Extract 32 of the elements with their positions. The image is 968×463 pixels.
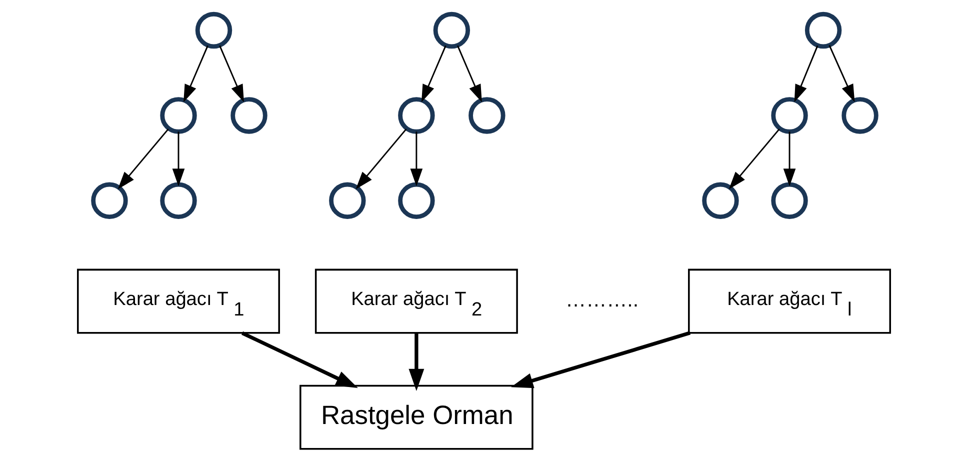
node-circle xyxy=(702,182,739,220)
arrow xyxy=(728,128,780,190)
node-circle xyxy=(771,97,808,134)
arrow xyxy=(421,45,446,102)
node-circle xyxy=(160,182,197,220)
arrow xyxy=(184,45,208,102)
arrow xyxy=(408,333,424,391)
arrow xyxy=(410,132,423,186)
arrow xyxy=(828,45,855,102)
node-circle xyxy=(468,97,506,134)
arrow xyxy=(783,132,796,186)
node-circle xyxy=(230,97,268,134)
arrow xyxy=(794,45,818,102)
node-circle xyxy=(771,182,808,220)
node-circle xyxy=(398,182,435,220)
node-circle xyxy=(433,12,470,49)
node-circle xyxy=(842,97,878,134)
arrow xyxy=(118,128,169,190)
node-circle xyxy=(398,97,435,134)
node-circle xyxy=(195,12,232,49)
node-circle xyxy=(91,182,128,220)
arrow xyxy=(510,331,691,388)
node-circle xyxy=(160,97,197,134)
node-circle xyxy=(329,182,366,220)
node-box: Rastgele Orman xyxy=(300,384,534,450)
node-circle xyxy=(804,12,842,49)
arrow xyxy=(172,132,185,186)
arrow xyxy=(241,331,358,388)
arrow xyxy=(456,45,482,102)
arrow xyxy=(356,128,407,190)
arrow xyxy=(219,45,244,102)
label: ……….. xyxy=(566,288,639,312)
